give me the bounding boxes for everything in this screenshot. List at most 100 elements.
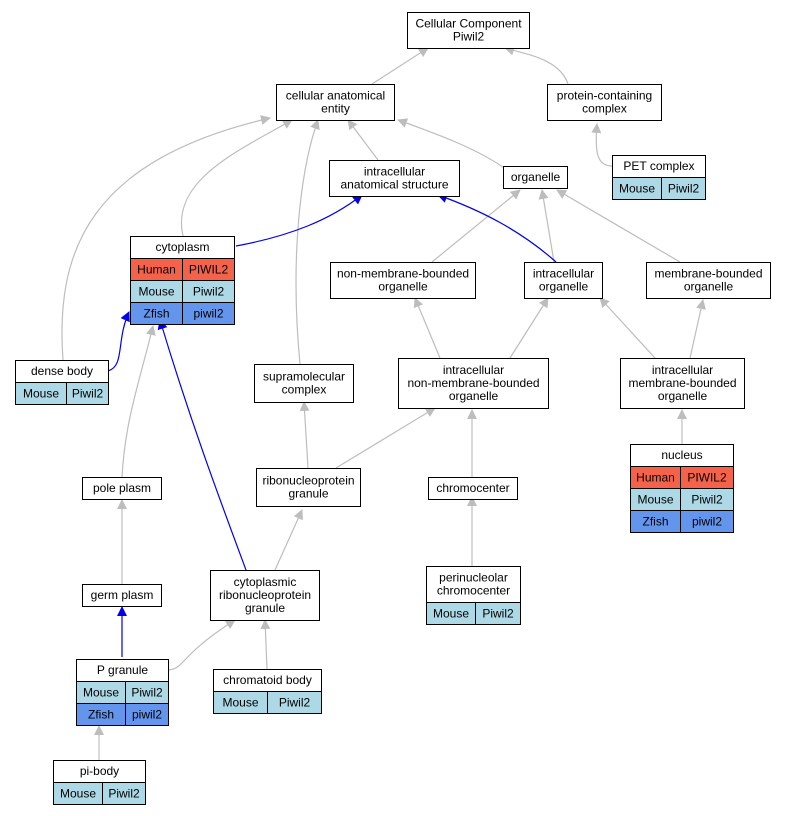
node-box: [82, 477, 162, 500]
gene-cell: [267, 691, 322, 714]
edge-org-cae: [397, 118, 508, 171]
edge-pp-cyt: [121, 325, 156, 478]
gene-cell: [475, 602, 521, 625]
node-box: [503, 166, 568, 189]
species-row: Zfish piwil2: [76, 703, 169, 726]
node-label: membrane-bounded: [628, 376, 736, 390]
gene-cell: [661, 177, 706, 200]
edge-pet-pcc: [591, 123, 613, 167]
edge-cyt-cae: [180, 119, 293, 237]
edge-io-ias: [437, 193, 557, 263]
species-label: Mouse: [23, 387, 59, 401]
node-org[interactable]: organelle: [503, 166, 568, 189]
node-label: ribonucleoprotein: [262, 474, 354, 488]
species-label: Mouse: [637, 493, 673, 507]
species-label: Mouse: [433, 607, 469, 621]
gene-label: Piwil2: [131, 686, 163, 700]
node-label: anatomical structure: [340, 178, 448, 192]
gene-label: Piwil2: [72, 387, 104, 401]
species-label: Zfish: [88, 708, 114, 722]
node-label: complex: [282, 383, 327, 397]
node-label: nucleus: [661, 448, 702, 462]
node-box: [428, 477, 518, 500]
gene-label: piwil2: [193, 307, 223, 321]
edge-db-cyt: [107, 311, 130, 372]
node-label: chromocenter: [436, 481, 509, 495]
node-label: organelle: [658, 389, 708, 403]
species-label: Mouse: [83, 686, 119, 700]
node-label: organelle: [684, 280, 734, 294]
gene-label: Piwil2: [668, 182, 700, 196]
node-box: [210, 570, 320, 621]
edge-nmbo-org: [431, 189, 521, 263]
edge-rnpg-inmbo: [335, 407, 436, 469]
species-label: Human: [636, 471, 675, 485]
gene-label: piwil2: [132, 708, 162, 722]
node-chc[interactable]: chromocenter: [428, 477, 518, 500]
node-box: [620, 358, 745, 409]
node-box: [524, 262, 603, 299]
node-label: membrane-bounded: [654, 267, 762, 281]
node-box: [254, 364, 354, 403]
edge-smc-cae: [295, 119, 320, 365]
node-pp[interactable]: pole plasm: [82, 477, 162, 500]
species-row: Mouse Piwil2: [15, 382, 109, 405]
node-box: [329, 160, 460, 197]
node-label: ribonucleoprotein: [219, 588, 311, 602]
species-label: Mouse: [222, 696, 258, 710]
gene-label: Piwil2: [108, 787, 140, 801]
node-box: [330, 262, 476, 299]
species-label: Mouse: [138, 285, 174, 299]
node-inmbo[interactable]: intracellularnon-membrane-boundedorganel…: [398, 358, 549, 409]
node-label: supramolecular: [263, 370, 345, 384]
node-label: chromocenter: [437, 584, 510, 598]
edge-rnpg-smc: [299, 401, 310, 469]
edge-inmbo-io: [509, 297, 549, 359]
species-label: Zfish: [642, 515, 668, 529]
edge-mbo-org: [556, 189, 681, 263]
node-label: cytoplasmic: [234, 575, 297, 589]
species-row: Human PIWIL2: [630, 466, 734, 489]
node-gp[interactable]: germ plasm: [82, 584, 162, 607]
gene-label: Piwil2: [482, 607, 514, 621]
edge-pg-crnpg: [168, 619, 236, 671]
node-label: intracellular: [652, 363, 713, 377]
node-box: [398, 358, 549, 409]
gene-cell: [66, 382, 109, 405]
gene-label: PIWIL2: [687, 471, 727, 485]
node-label: cytoplasm: [155, 240, 209, 254]
gene-cell: [680, 510, 734, 533]
node-box: [407, 12, 530, 49]
node-box: [82, 584, 162, 607]
node-label: complex: [582, 102, 627, 116]
node-label: germ plasm: [91, 588, 154, 602]
edge-cae-cc: [371, 47, 429, 85]
node-label: entity: [321, 102, 350, 116]
node-label: intracellular: [533, 267, 594, 281]
